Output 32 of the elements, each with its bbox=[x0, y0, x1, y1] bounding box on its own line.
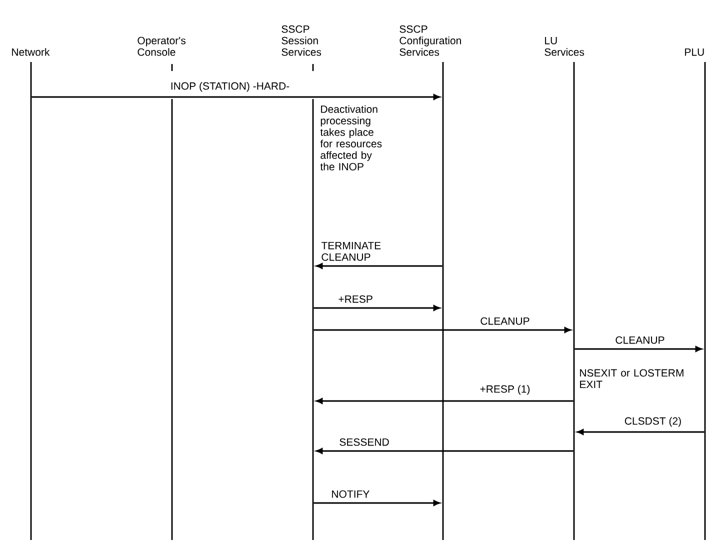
lifeline bbox=[442, 62, 444, 540]
arrow bbox=[316, 263, 442, 269]
arrow bbox=[314, 327, 572, 333]
arrow bbox=[314, 500, 440, 506]
lifeline bbox=[573, 62, 575, 540]
edge-label: NOTIFY bbox=[330, 489, 371, 499]
lifeline bbox=[171, 64, 173, 540]
edge-label: SESSEND bbox=[338, 437, 390, 447]
participant-heading: PLU bbox=[685, 48, 704, 56]
edge-label: CLEANUP bbox=[614, 335, 666, 345]
arrow bbox=[32, 94, 440, 100]
participant-heading: SSCP Configuration Services bbox=[400, 25, 461, 56]
participant-heading: LU Services bbox=[544, 36, 584, 56]
arrow bbox=[316, 448, 574, 454]
note: Deactivation processing takes place for resources affected by the INOP bbox=[320, 105, 382, 170]
edge-label: CLSDST (2) bbox=[623, 416, 683, 428]
edge-label: INOP (STATION) -HARD- bbox=[169, 81, 291, 93]
participant-heading: SSCP Session Services bbox=[282, 25, 322, 56]
note: NSEXIT or LOSTERM EXIT bbox=[580, 369, 684, 388]
arrow bbox=[316, 398, 574, 404]
lifeline bbox=[704, 62, 706, 540]
participant-heading: Operator's Console bbox=[138, 36, 186, 56]
edge-label: +RESP (1) bbox=[478, 384, 532, 396]
participant-heading: Network bbox=[12, 48, 50, 56]
lifeline bbox=[312, 64, 314, 540]
edge-label: +RESP bbox=[337, 294, 374, 304]
lifeline bbox=[30, 62, 32, 540]
edge-label: CLEANUP bbox=[479, 316, 531, 326]
arrow bbox=[314, 305, 440, 311]
arrow bbox=[574, 346, 702, 352]
arrow bbox=[576, 429, 704, 435]
edge-label: TERMINATE CLEANUP bbox=[320, 240, 384, 262]
